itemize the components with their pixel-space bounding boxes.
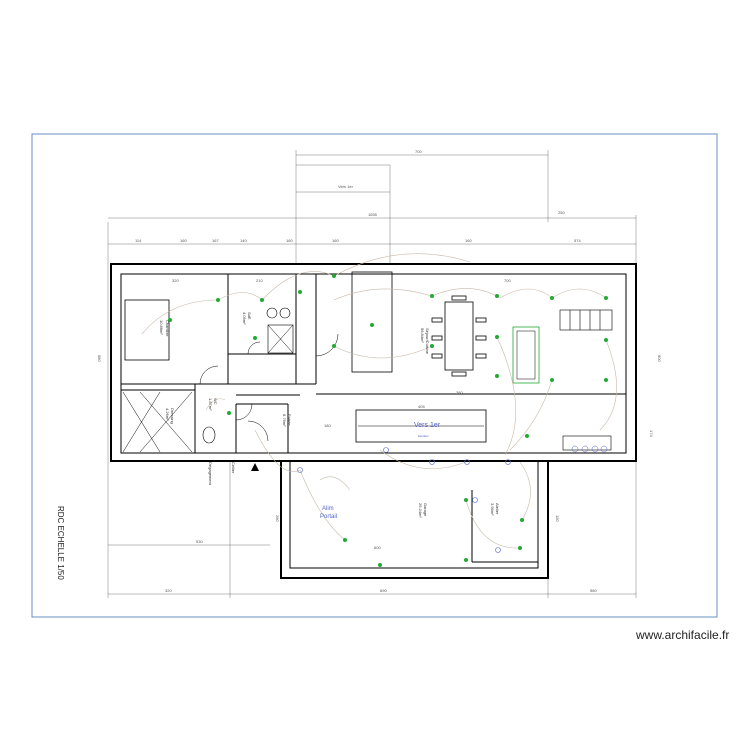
alim-label-b: Portail xyxy=(320,514,337,520)
shower-cross-b xyxy=(267,324,294,354)
room-entree: Entrée xyxy=(287,414,292,427)
dim-stair: 405 xyxy=(418,404,425,409)
sink-b xyxy=(279,307,291,319)
room-labels: Chambre 10.86m² SdE 4.09m² WC 1.87m² Dre… xyxy=(159,312,500,518)
partitions xyxy=(121,274,626,453)
dim-w1: 320 xyxy=(172,278,179,283)
dim-d2: 160 xyxy=(180,238,187,243)
room-degagement: Dégagement xyxy=(208,462,213,486)
dim-d7: 160 xyxy=(465,238,472,243)
kitchen-island xyxy=(351,271,393,373)
dim-w2: 210 xyxy=(256,278,263,283)
room-garage-area: 25.24m² xyxy=(418,503,423,518)
living-table xyxy=(512,326,540,384)
dim-d8: 574 xyxy=(574,238,581,243)
dim-g3: 150 xyxy=(555,515,560,522)
living-table-inner xyxy=(516,330,536,380)
sheet-border xyxy=(31,133,718,618)
room-dressing-area: 4.26m² xyxy=(165,408,170,421)
room-dressing: Dressing xyxy=(170,408,175,424)
dim-w7: 700 xyxy=(504,278,511,283)
dressing-hatch xyxy=(122,391,193,453)
stair xyxy=(355,409,487,443)
room-chambre-area: 10.86m² xyxy=(159,320,164,335)
stair-label: Vers 1er xyxy=(414,422,441,429)
dining-chairs xyxy=(431,295,487,377)
garage-wall xyxy=(280,461,549,579)
room-wc: WC xyxy=(213,398,218,405)
dim-h-right: 600 xyxy=(657,355,662,362)
room-sejour-area: 56.84m² xyxy=(420,328,425,343)
fixtures xyxy=(168,274,608,567)
dim-bottom-right: 580 xyxy=(590,588,597,593)
hob xyxy=(571,445,608,453)
bed xyxy=(124,299,170,361)
room-cellier: Cellier xyxy=(231,462,236,474)
dim-d6: 160 xyxy=(332,238,339,243)
entry-marker xyxy=(251,463,259,471)
door-arcs xyxy=(199,333,339,442)
dim-top-total: 700 xyxy=(415,149,422,154)
dim-bottom-mid: 690 xyxy=(380,588,387,593)
dim-garage-w: 530 xyxy=(196,539,203,544)
dim-d5: 160 xyxy=(286,238,293,243)
outlets xyxy=(297,447,511,553)
shower xyxy=(267,324,294,354)
room-atelier-area: 3.96m² xyxy=(490,503,495,516)
dim-d3: 167 xyxy=(212,238,219,243)
scale-label: RDC ECHELLE 1/50 xyxy=(56,506,65,580)
toilet xyxy=(202,426,216,444)
dim-hall: 180 xyxy=(324,423,331,428)
garage-inner-wall xyxy=(289,461,539,569)
room-garage: Garage xyxy=(423,503,428,517)
dim-garage-h: 280 xyxy=(275,515,280,522)
dim-d1: 114 xyxy=(135,238,142,243)
dim-h-left: 680 xyxy=(97,355,102,362)
dim-h-right2: 174 xyxy=(649,430,654,437)
room-wc-area: 1.87m² xyxy=(208,398,213,411)
room-entree-area: 6.76m² xyxy=(282,414,287,427)
bottom-dimensions xyxy=(108,462,636,598)
top-dimensions xyxy=(107,150,637,598)
shelving xyxy=(559,309,613,331)
outer-wall xyxy=(110,263,637,462)
dim-top-inner: Vers 1er xyxy=(338,184,354,189)
dim-d4: 140 xyxy=(240,238,247,243)
watermark: www.archifacile.fr xyxy=(636,628,730,642)
room-sde-area: 4.09m² xyxy=(242,312,247,325)
dim-mid: 380 xyxy=(456,390,463,395)
room-sejour: Séjour/Cuisine xyxy=(425,328,430,355)
dim-overall: 1655 xyxy=(368,212,378,217)
dim-g1: 600 xyxy=(374,545,381,550)
dim-bottom-left: 320 xyxy=(165,588,172,593)
alim-label: Alim xyxy=(322,506,334,512)
wiring xyxy=(141,253,617,549)
inner-wall xyxy=(120,273,627,454)
dining-table xyxy=(444,301,474,371)
room-sde: SdE xyxy=(247,312,252,320)
sink xyxy=(266,307,278,319)
room-atelier: Atelier xyxy=(495,503,500,515)
dim-right-ext: 250 xyxy=(558,210,565,215)
stair-sub: Escalier xyxy=(418,434,429,438)
room-chambre: Chambre xyxy=(165,320,170,337)
kitchen-counter xyxy=(562,435,612,451)
